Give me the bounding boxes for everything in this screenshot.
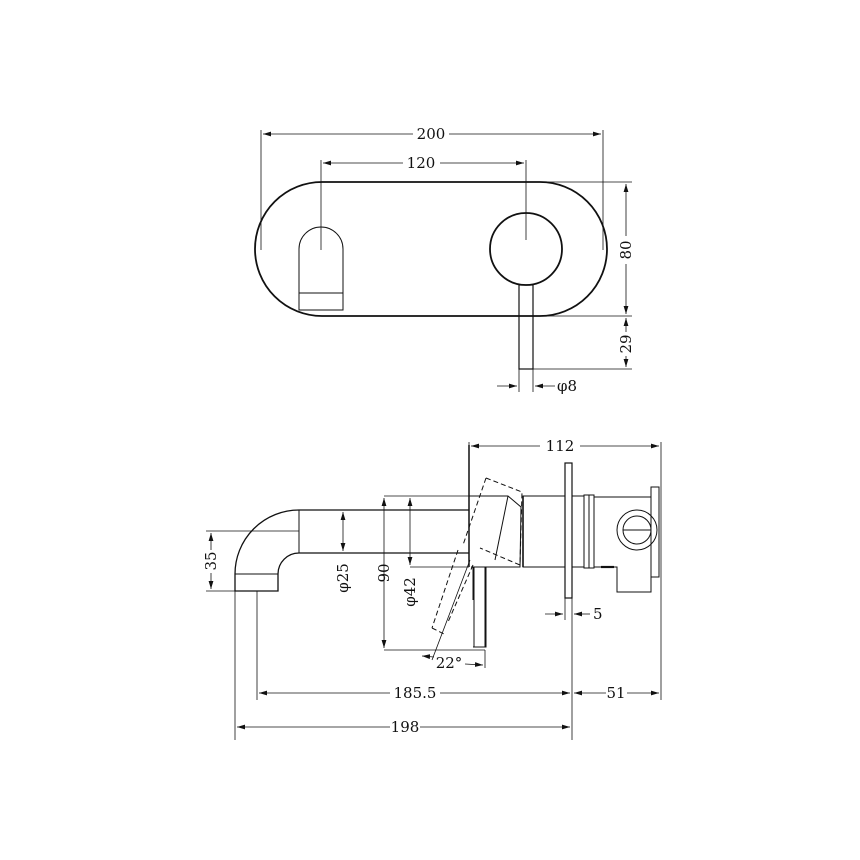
dim-spout-handle-centers: 120 (407, 154, 436, 172)
front-view-labels: 200 120 80 29 φ8 (407, 125, 635, 395)
dim-overall-width: 200 (417, 125, 446, 143)
dim-spout-drop: 35 (202, 551, 220, 570)
front-plate-outline (254, 181, 608, 317)
dim-overall-spout-length: 198 (391, 718, 420, 736)
front-view (254, 130, 632, 392)
dim-valve-depth: 51 (606, 684, 625, 702)
dim-plate-height: 80 (617, 240, 635, 259)
spout-outlet-shape (298, 226, 344, 311)
dim-lever-length: 29 (617, 334, 635, 353)
dim-spout-reach: 185.5 (394, 684, 437, 702)
dim-lever-angle: 22° (436, 654, 463, 672)
side-view-labels: 112 35 φ25 90 φ42 22° 5 185.5 51 198 (202, 437, 626, 736)
side-view (206, 442, 662, 740)
dim-spout-diameter: φ25 (334, 563, 352, 593)
lever-rotated-dashed (431, 477, 523, 636)
dim-body-depth: 112 (546, 437, 575, 455)
wall-plate (564, 462, 573, 599)
spout-elbow (234, 509, 469, 592)
dim-plate-height-side: 90 (375, 563, 393, 582)
dim-lever-diameter: φ8 (557, 377, 577, 395)
dim-handle-diameter: φ42 (401, 577, 419, 607)
dim-plate-thickness: 5 (593, 605, 603, 623)
lever (518, 284, 534, 370)
